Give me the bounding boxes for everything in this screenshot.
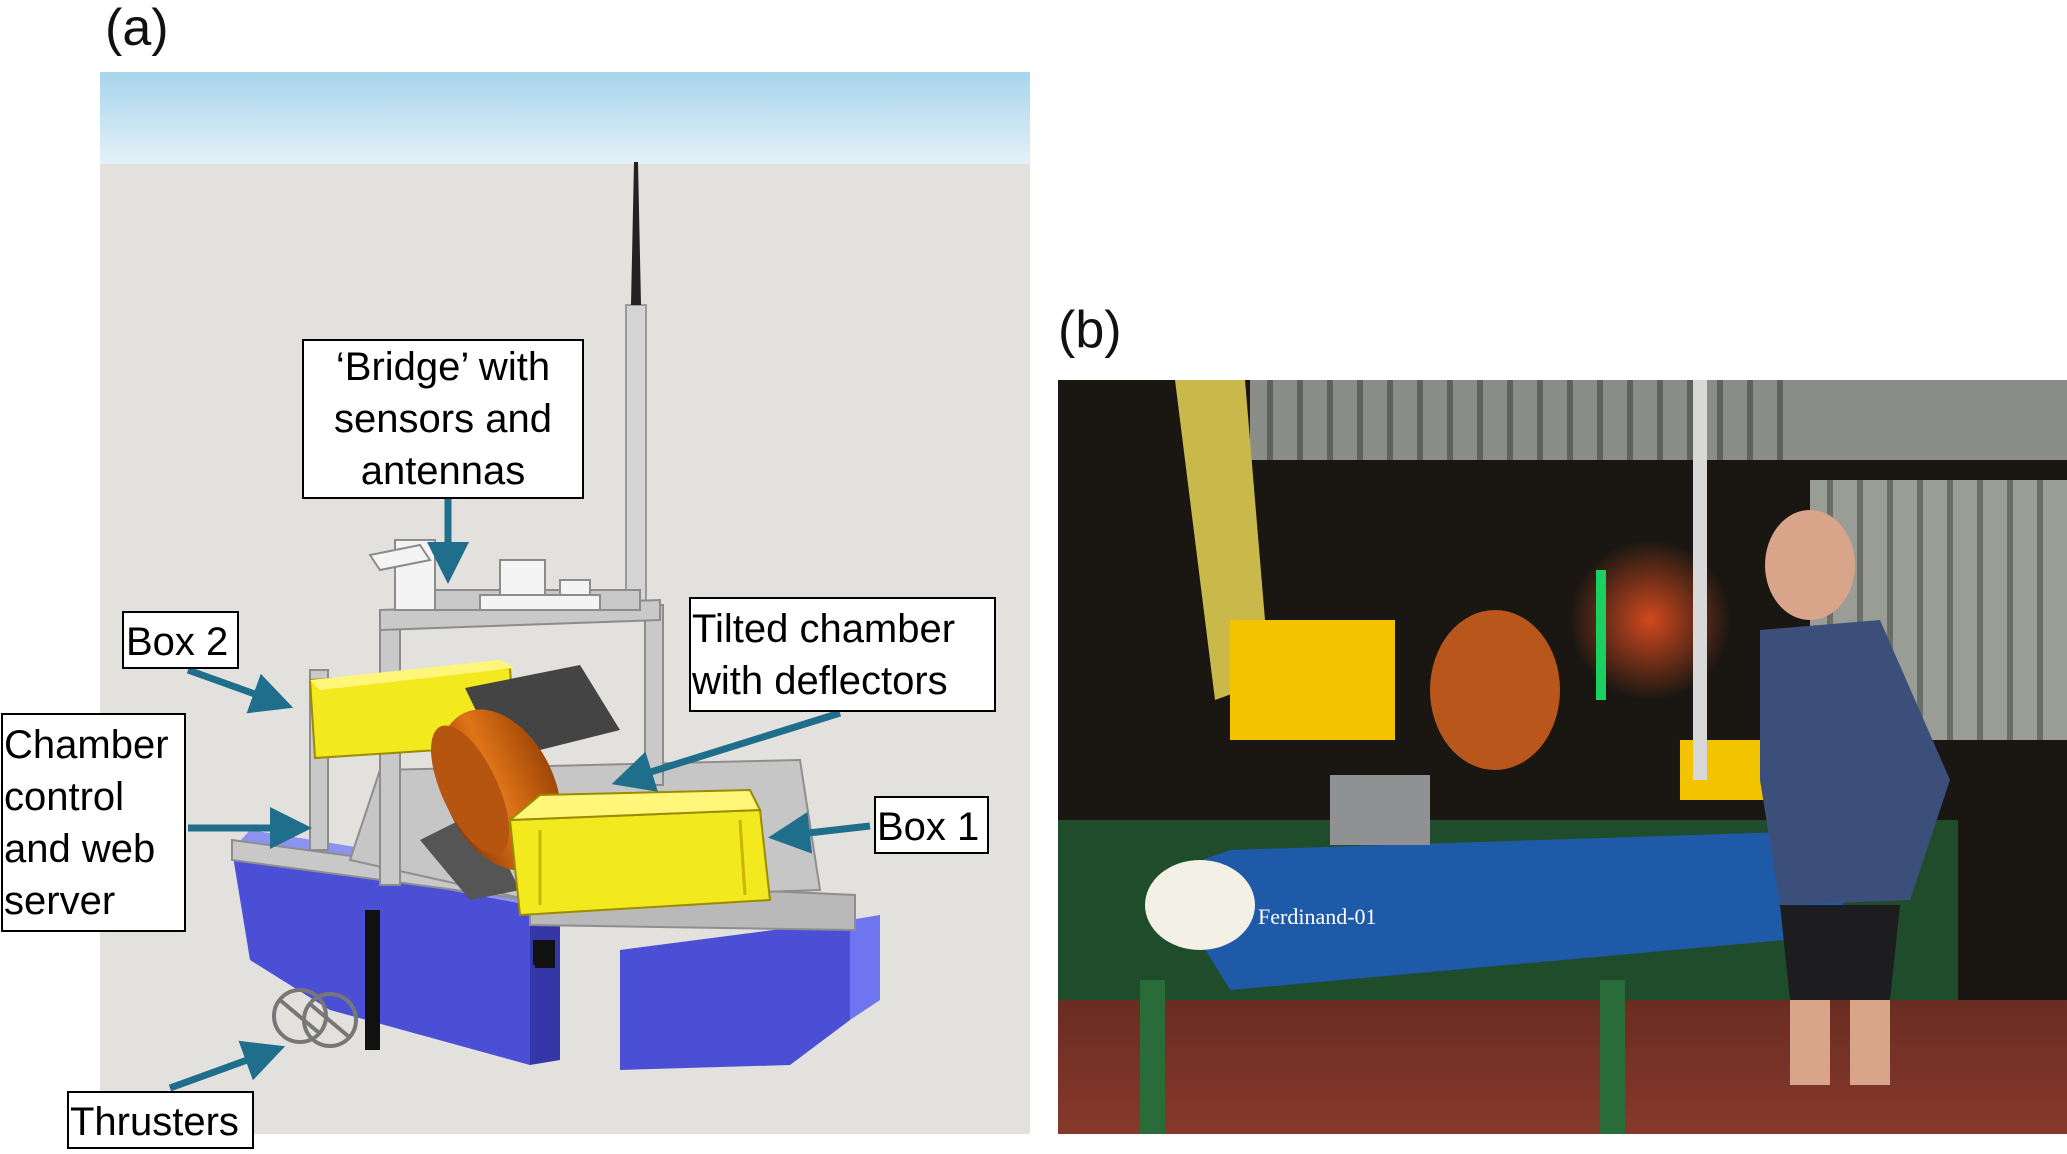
- label-thrusters-text: Thrusters: [70, 1100, 239, 1144]
- deflector-plate-lower: [420, 810, 520, 900]
- label-chamber-control: Chamber control and web server: [1, 713, 186, 932]
- label-chamber-control-line1: Chamber: [4, 723, 169, 767]
- label-bridge-line2: sensors and: [334, 397, 552, 441]
- box-1-shape: [507, 788, 772, 917]
- arrow-thrusters: [168, 1040, 286, 1092]
- boat-name-label: Ferdinand-01: [1258, 904, 1377, 929]
- label-bridge: ‘Bridge’ with sensors and antennas: [302, 339, 584, 499]
- label-chamber-control-line2: control: [4, 775, 124, 819]
- label-tilted-line1: Tilted chamber: [692, 607, 955, 651]
- panel-a-sky: [100, 72, 1030, 164]
- arrow-box1: [768, 811, 871, 854]
- label-thrusters: Thrusters: [67, 1091, 254, 1149]
- label-box2-text: Box 2: [126, 620, 228, 664]
- arrow-box2: [186, 666, 294, 714]
- label-bridge-line3: antennas: [361, 449, 526, 493]
- label-chamber-control-line4: server: [4, 879, 115, 923]
- panel-b-letter: (b): [1058, 301, 1122, 359]
- label-tilted: Tilted chamber with deflectors: [689, 597, 996, 712]
- panel-a-letter: (a): [105, 0, 169, 57]
- label-box2: Box 2: [122, 611, 239, 669]
- label-box1: Box 1: [874, 796, 989, 854]
- label-box1-text: Box 1: [877, 805, 979, 849]
- label-bridge-line1: ‘Bridge’ with: [336, 345, 550, 389]
- arrow-tilted: [611, 709, 842, 792]
- thrusters-shape: [272, 988, 358, 1048]
- label-chamber-control-line3: and web: [4, 827, 155, 871]
- label-tilted-line2: with deflectors: [691, 659, 948, 703]
